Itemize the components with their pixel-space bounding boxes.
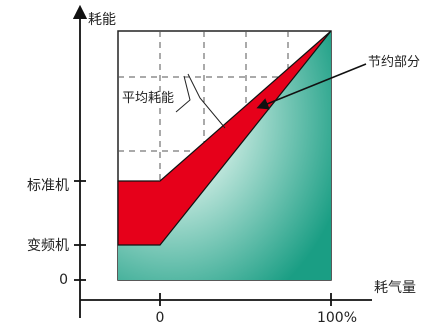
y-tick-zero: 0 — [59, 272, 68, 288]
y-tick-standard: 标准机 — [27, 178, 69, 194]
variable-frequency-energy-region — [118, 31, 331, 280]
average-leader-right — [187, 73, 226, 129]
x-axis-label: 耗气量 — [374, 280, 416, 296]
average-leader-left — [175, 75, 191, 113]
energy-saving-region — [117, 30, 332, 246]
annotation-average: 平均耗能 — [122, 91, 174, 106]
x-tick-full: 100% — [317, 310, 357, 325]
ticks — [74, 180, 332, 306]
x-tick-zero: 0 — [156, 310, 165, 325]
y-axis-label: 耗能 — [88, 12, 116, 28]
annotation-saving: 节约部分 — [368, 55, 420, 70]
saving-arrow — [256, 63, 367, 110]
y-tick-vfd: 变频机 — [27, 238, 69, 254]
